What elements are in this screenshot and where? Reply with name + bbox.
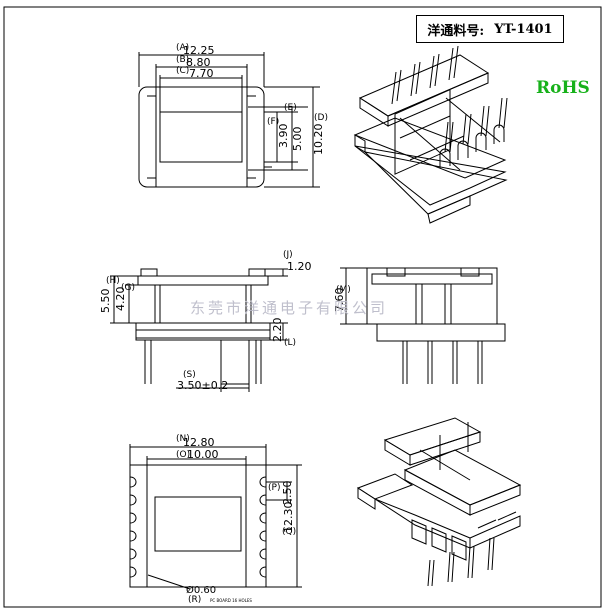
dim-b-value: 8.80 [186, 56, 211, 69]
dim-h-value: 5.50 [99, 289, 112, 314]
dim-q-value: 12.30 [282, 502, 295, 534]
dim-h-tag: (H) [106, 276, 120, 286]
part-number-box: 洋通料号: YT-1401 [416, 15, 564, 43]
dim-a-tag: (A) [176, 43, 189, 53]
dim-e-tag: (E) [284, 103, 297, 113]
dim-d-tag: (D) [314, 113, 328, 123]
rohs-mark: RoHS [536, 78, 590, 98]
dim-l-tag: (L) [284, 338, 296, 348]
dim-p-tag: (P) [268, 483, 280, 493]
dim-e-value: 5.00 [291, 127, 304, 152]
top-view [138, 52, 320, 188]
dim-o-tag: (O) [176, 450, 190, 460]
part-number-value: YT-1401 [494, 21, 553, 37]
iso-view-top [353, 45, 508, 224]
dim-r-tag: (R) [188, 595, 201, 605]
dim-g-value: 4.20 [114, 287, 127, 312]
dim-s-tag: (S) [183, 370, 196, 380]
dim-c-tag: (C) [176, 66, 189, 76]
dim-a-value: 12.25 [183, 44, 215, 57]
dim-c-value: 7.70 [189, 67, 214, 80]
bottom-view [129, 444, 302, 590]
dim-n-value: 12.80 [183, 436, 215, 449]
dim-f-tag: (F) [267, 117, 279, 127]
dim-q-tag: (Q) [282, 527, 296, 537]
dim-n-tag: (N) [176, 434, 190, 444]
dim-p-value: 2.50 [281, 481, 294, 506]
dim-s-value: 3.50±0.2 [177, 379, 228, 392]
dim-f-value: 3.90 [277, 124, 290, 149]
iso-view-bottom [356, 417, 522, 587]
side-view [110, 268, 288, 392]
company-watermark: 东莞市洋通电子有限公司 [190, 299, 389, 317]
pcb-note: PC BOARD 16 HOLES [210, 598, 252, 603]
front-view [340, 267, 506, 384]
part-number-label: 洋通料号: [427, 23, 485, 39]
dim-j-value: 1.20 [287, 260, 312, 273]
dim-b-tag: (B) [176, 55, 189, 65]
dim-g-tag: (G) [121, 283, 135, 293]
dim-l-value: 2.20 [271, 318, 284, 343]
dim-r-value: Ø0.60 [186, 584, 216, 596]
dim-m-tag: (M) [336, 285, 351, 295]
dim-d-value: 10.20 [312, 124, 325, 156]
dim-m-value: 7.60 [333, 288, 346, 313]
dim-j-tag: (J) [283, 250, 293, 260]
dim-o-value: 10.00 [187, 448, 219, 461]
